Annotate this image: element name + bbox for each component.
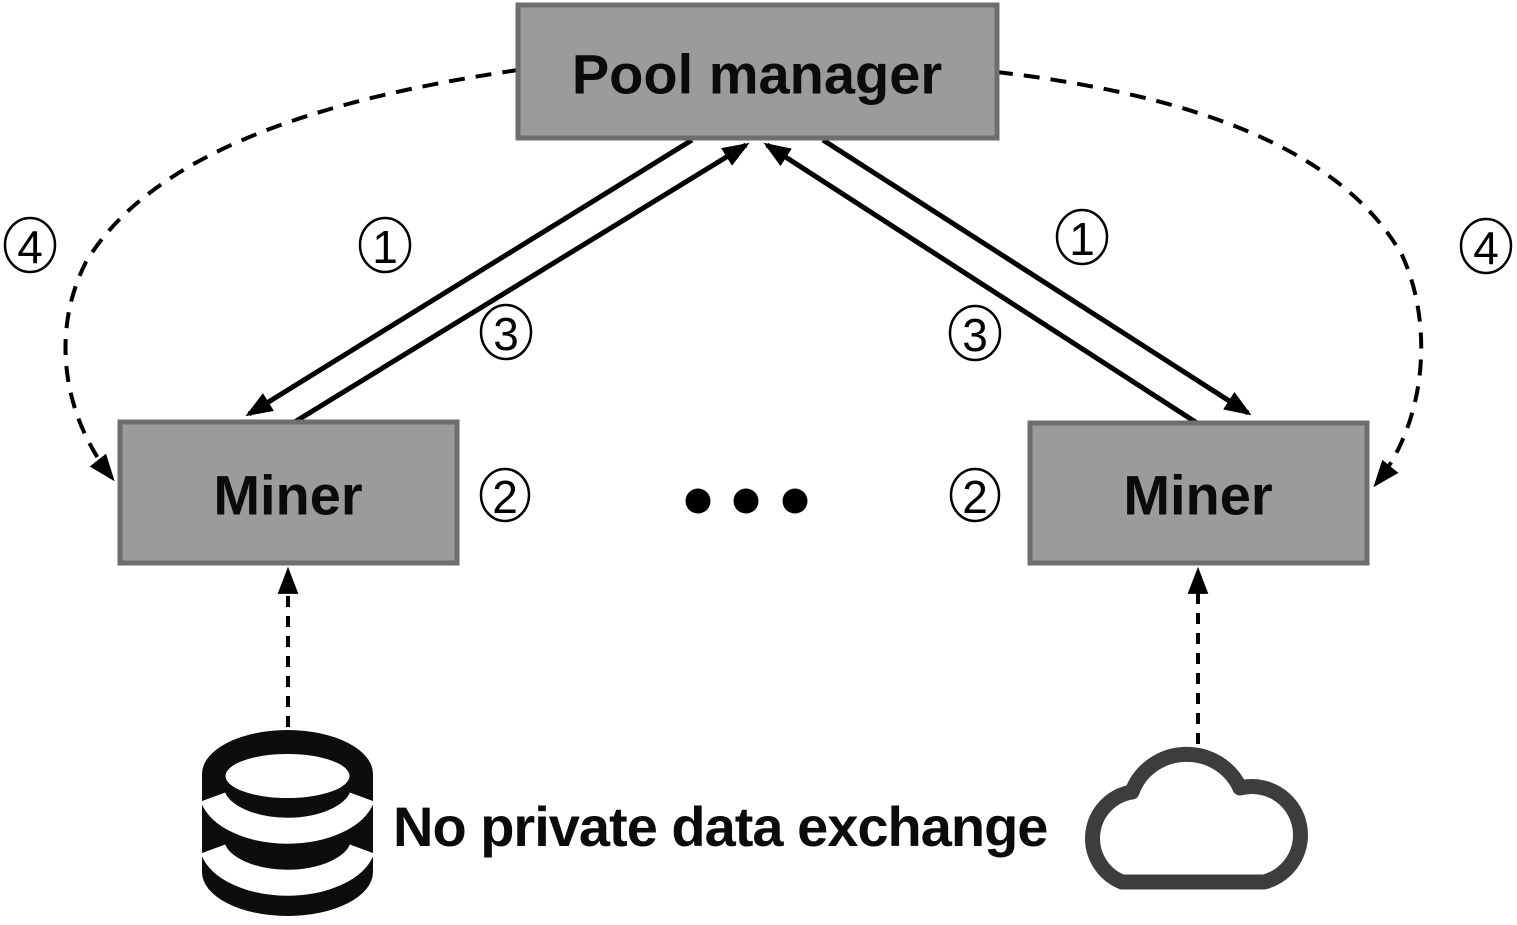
miner-right-box (1027, 420, 1370, 566)
badge-circle (479, 467, 531, 523)
share-arrow-right (763, 142, 1199, 426)
miner-left-box (117, 419, 460, 566)
badge-circle (949, 467, 1001, 523)
badge-number: 2 (962, 471, 988, 523)
cloud-icon (1085, 746, 1308, 890)
miner-right-node: Miner (1027, 420, 1370, 566)
pool-manager-label: Pool manager (572, 43, 942, 106)
pool-manager-box (515, 2, 1000, 141)
task-arrow-right (821, 137, 1252, 416)
miner-left-node: Miner (117, 419, 460, 566)
pool-manager-node: Pool manager (515, 2, 1000, 141)
step-badge-3-right: 3 (948, 304, 1002, 362)
badge-circle (1459, 217, 1513, 275)
step-badge-4-left: 4 (3, 216, 57, 274)
step-badge-2-right: 2 (949, 467, 1001, 523)
reward-arrow-right (996, 70, 1424, 488)
badge-number: 4 (1473, 222, 1499, 274)
badge-circle (3, 216, 57, 274)
step-badge-4-right: 4 (1459, 217, 1513, 275)
share-arrow-left (291, 142, 750, 426)
database-icon (200, 730, 375, 916)
badge-circle (358, 216, 412, 274)
badge-number: 1 (1069, 213, 1095, 265)
badge-number: 3 (493, 308, 519, 360)
step-badge-3-left: 3 (479, 303, 533, 361)
badge-number: 3 (962, 309, 988, 361)
annotation-note: No private data exchange (393, 795, 1047, 858)
ellipsis-dots-icon (685, 488, 808, 514)
reward-arrow-left (63, 68, 519, 482)
task-arrow-left (245, 137, 694, 417)
miner-left-label: Miner (213, 464, 362, 527)
step-badge-2-left: 2 (479, 467, 531, 523)
step-badge-1-left: 1 (358, 216, 412, 274)
badge-number: 4 (17, 221, 43, 273)
badge-circle (479, 303, 533, 361)
step-badge-1-right: 1 (1055, 208, 1109, 266)
badge-number: 1 (372, 221, 398, 273)
badge-circle (948, 304, 1002, 362)
miner-right-label: Miner (1123, 464, 1272, 527)
badge-number: 2 (492, 471, 518, 523)
badge-circle (1055, 208, 1109, 266)
